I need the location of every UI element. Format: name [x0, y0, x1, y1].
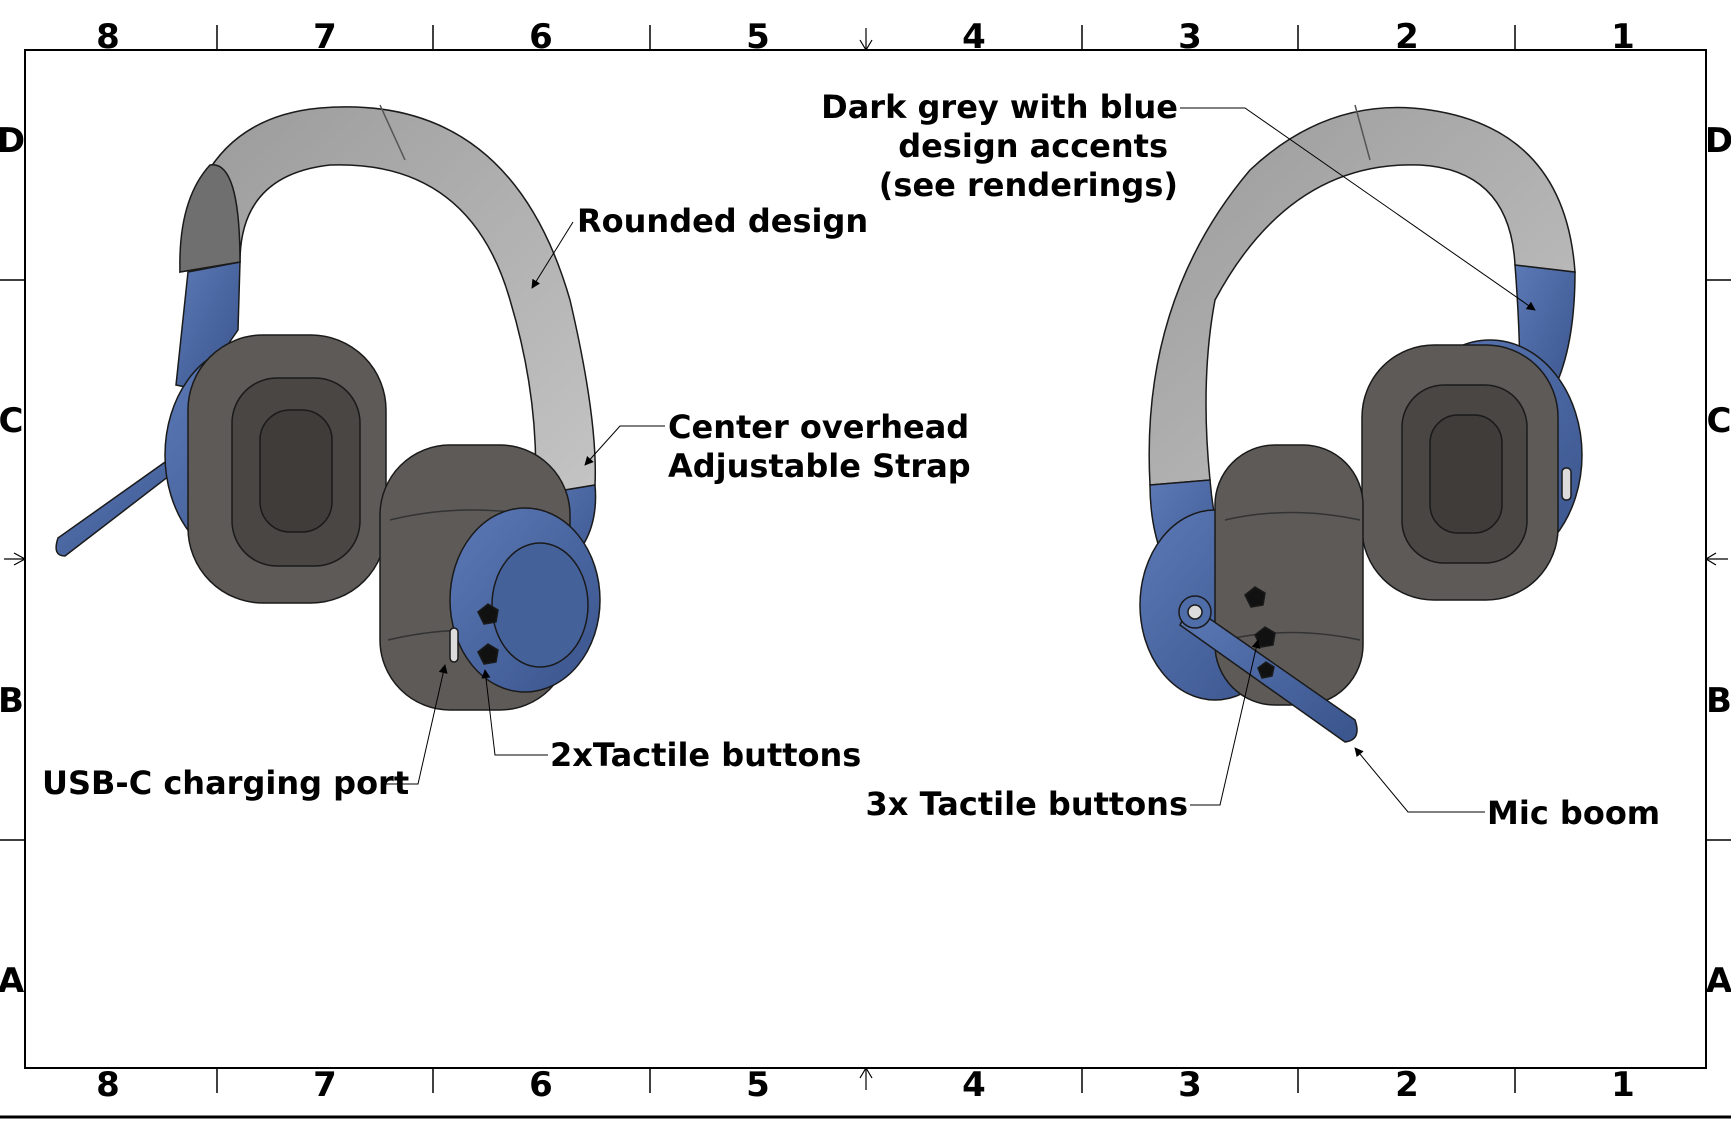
column-zones-bottom: 8 7 6 5 4 3 2 1 — [96, 1065, 1635, 1105]
leader-color — [1180, 107, 1536, 311]
zone-label: 5 — [746, 17, 770, 57]
leader-mic-boom — [1354, 747, 1485, 813]
callout-strap-line1: Center overhead — [668, 408, 969, 446]
zone-label: 7 — [313, 1065, 337, 1105]
zone-label: 4 — [962, 1065, 986, 1105]
zone-label: 2 — [1395, 17, 1419, 57]
zone-label: 6 — [529, 17, 553, 57]
leader-lines — [385, 107, 1536, 813]
callout-right-buttons: 3x Tactile buttons — [866, 785, 1188, 823]
zone-label: 4 — [962, 17, 986, 57]
left-mic-boom — [55, 453, 184, 557]
zone-label: 1 — [1611, 1065, 1635, 1105]
zone-label: 3 — [1178, 17, 1202, 57]
left-usb-port — [449, 627, 459, 663]
callout-left-buttons: 2xTactile buttons — [550, 736, 861, 774]
left-headband — [179, 106, 597, 496]
zone-label: D — [1705, 121, 1731, 161]
zone-label: B — [0, 681, 24, 721]
zone-label: 3 — [1178, 1065, 1202, 1105]
leader-strap — [584, 425, 665, 466]
row-zones-left: D C B A — [0, 121, 25, 1001]
right-headband — [1148, 106, 1576, 486]
zone-label: C — [1707, 401, 1731, 441]
leader-usb — [385, 664, 448, 785]
left-headphone-view — [55, 104, 601, 711]
row-zones-right: D C B A — [1705, 121, 1731, 1001]
zone-label: A — [0, 961, 25, 1001]
zone-label: 6 — [529, 1065, 553, 1105]
right-button-1 — [1244, 586, 1266, 608]
zone-label: 8 — [96, 17, 120, 57]
zone-label: 7 — [313, 17, 337, 57]
zone-label: C — [0, 401, 23, 441]
callout-usb-port: USB-C charging port — [42, 764, 409, 802]
leader-rounded-design — [531, 221, 574, 289]
zone-label: D — [0, 121, 25, 161]
zone-label: B — [1706, 681, 1731, 721]
zone-label: 1 — [1611, 17, 1635, 57]
callout-color-line2: design accents — [898, 127, 1168, 165]
drawing-frame — [0, 25, 1731, 1119]
zone-label: 2 — [1395, 1065, 1419, 1105]
leader-left-buttons — [481, 669, 548, 756]
callout-strap-line2: Adjustable Strap — [668, 447, 971, 485]
callout-color-line1: Dark grey with blue — [821, 88, 1178, 126]
zone-label: A — [1706, 961, 1731, 1001]
left-button-2 — [477, 643, 499, 665]
right-button-3 — [1257, 661, 1275, 679]
zone-label: 5 — [746, 1065, 770, 1105]
zone-label: 8 — [96, 1065, 120, 1105]
right-headphone-view — [1139, 104, 1583, 743]
callouts: Rounded design Center overhead Adjustabl… — [42, 88, 1660, 832]
leader-right-buttons — [1190, 639, 1261, 806]
column-zones-top: 8 7 6 5 4 3 2 1 — [96, 17, 1635, 57]
callout-mic-boom: Mic boom — [1487, 794, 1660, 832]
callout-color-line3: (see renderings) — [879, 166, 1178, 204]
callout-rounded-design: Rounded design — [577, 202, 868, 240]
left-button-1 — [477, 603, 499, 625]
